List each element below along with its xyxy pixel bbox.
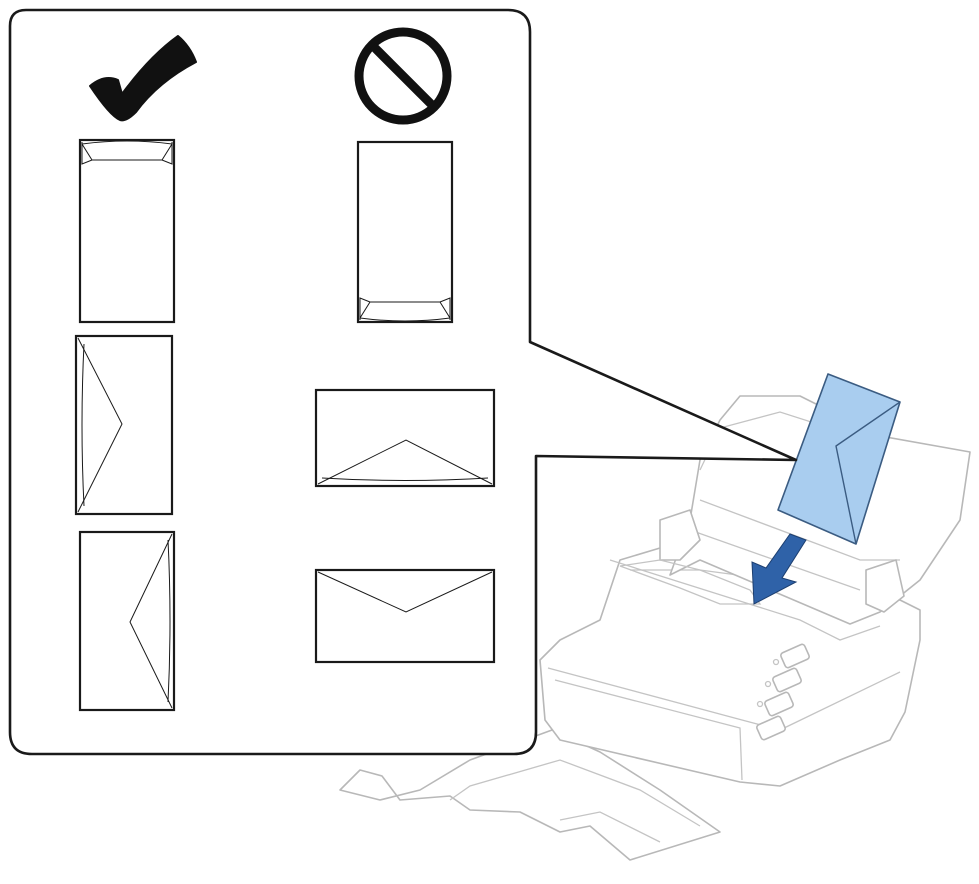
allowed-envelope-flap-top xyxy=(78,138,176,324)
prohibited-envelope-landscape-flap-bottom xyxy=(314,388,496,488)
control-panel xyxy=(756,643,810,741)
prohibited-envelope-landscape-flap-top xyxy=(314,568,496,664)
allowed-envelope-flap-right xyxy=(78,530,176,712)
prohibited-icon xyxy=(354,27,452,125)
edge-guide-right xyxy=(865,559,905,613)
checkmark-icon xyxy=(89,35,197,122)
allowed-envelope-flap-left xyxy=(74,334,174,516)
output-tray xyxy=(339,729,721,861)
insert-direction-arrow xyxy=(751,533,807,605)
edge-guide-left xyxy=(659,509,701,561)
prohibited-envelope-flap-bottom xyxy=(356,140,454,324)
envelope-being-loaded xyxy=(777,373,901,545)
blue-envelope-flap xyxy=(835,401,901,545)
callout-panel xyxy=(8,8,798,756)
output-tray-extension xyxy=(449,759,701,827)
